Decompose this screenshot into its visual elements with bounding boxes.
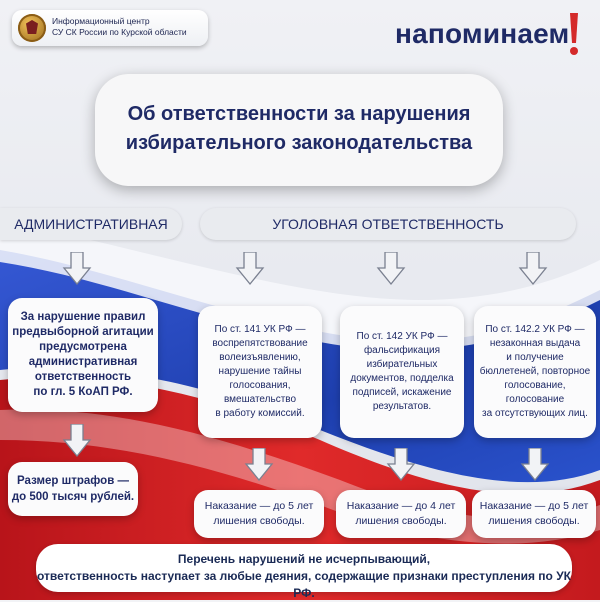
card-line: и получение [506, 352, 564, 363]
card-line: бюллетеней, повторное [479, 366, 591, 377]
card-line: подписей, искажение [352, 387, 452, 398]
penalty-line: Наказание — до 5 лет [204, 500, 314, 512]
org-line-1: Информационный центр [52, 16, 150, 26]
remind-heading: напоминаем [395, 18, 570, 49]
card-line: По ст. 142 УК РФ — [356, 331, 448, 342]
card-line: волеизъявлению, [219, 352, 301, 363]
card-line: По ст. 141 УК РФ — [214, 324, 306, 335]
title-line-2: избирательного законодательства [125, 132, 473, 154]
penalty-line: Наказание — до 4 лет [346, 500, 456, 512]
criminal-card-142-2: По ст. 142.2 УК РФ — незаконная выдача и… [474, 306, 596, 438]
arrow-down-icon [520, 448, 550, 482]
card-line: документов, подделка [350, 373, 454, 384]
admin-line: За нарушение правил [20, 311, 146, 323]
card-line: фальсификация [363, 345, 441, 356]
arrow-down-icon [62, 252, 92, 286]
criminal-card-141: По ст. 141 УК РФ — воспрепятствование во… [198, 306, 322, 438]
admin-card: За нарушение правил предвыборной агитаци… [8, 298, 158, 412]
fine-line: до 500 тысяч рублей. [11, 491, 135, 503]
arrow-down-icon [376, 252, 406, 286]
penalty-card-142: Наказание — до 4 лет лишения свободы. [336, 490, 466, 538]
category-criminal: УГОЛОВНАЯ ОТВЕТСТВЕННОСТЬ [200, 208, 576, 240]
arrow-down-icon [518, 252, 548, 286]
admin-fine-card: Размер штрафов — до 500 тысяч рублей. [8, 462, 138, 516]
card-line: незаконная выдача [489, 338, 581, 349]
title-box [95, 74, 503, 186]
arrow-down-icon [62, 424, 92, 458]
penalty-line: лишения свободы. [488, 515, 580, 527]
category-administrative: АДМИНИСТРАТИВНАЯ [0, 208, 182, 240]
arrow-down-icon [235, 252, 265, 286]
penalty-line: Наказание — до 5 лет [479, 500, 589, 512]
arrow-down-icon [244, 448, 274, 482]
criminal-card-142: По ст. 142 УК РФ — фальсификация избират… [340, 306, 464, 438]
card-line: избирательных [366, 359, 438, 370]
admin-line: ответственность [34, 371, 132, 383]
penalty-line: лишения свободы. [213, 515, 305, 527]
fine-line: Размер штрафов — [17, 475, 129, 487]
card-line: голосование, [504, 380, 566, 391]
penalty-card-141: Наказание — до 5 лет лишения свободы. [194, 490, 324, 538]
card-line: вмешательство [223, 394, 297, 405]
footer-banner [36, 544, 572, 592]
card-line: нарушение тайны [218, 366, 302, 377]
org-line-2: СУ СК России по Курской области [52, 27, 187, 37]
emblem-icon [18, 14, 46, 42]
exclamation-icon [570, 13, 578, 55]
card-line: в работу комиссий. [215, 408, 305, 419]
card-line: голосование [505, 394, 565, 405]
card-line: результатов. [372, 401, 432, 412]
card-line: за отсутствующих лиц. [482, 408, 588, 419]
admin-line: предвыборной агитации [12, 326, 154, 338]
admin-line: по гл. 5 КоАП РФ. [33, 386, 133, 398]
arrow-down-icon [386, 448, 416, 482]
title-line-1: Об ответственности за нарушения [127, 103, 471, 125]
penalty-line: лишения свободы. [355, 515, 447, 527]
admin-line: предусмотрена [39, 341, 127, 353]
card-line: воспрепятствование [212, 338, 308, 349]
footer-note: Перечень нарушений не исчерпывающий, отв… [36, 551, 572, 602]
admin-line: административная [28, 356, 138, 368]
footer-line-2: ответственность наступает за любые деяни… [37, 569, 571, 600]
card-line: голосования, [229, 380, 291, 391]
page-title: Об ответственности за нарушения избирате… [95, 100, 503, 158]
org-name: Информационный центр СУ СК России по Кур… [52, 16, 208, 38]
penalty-card-142-2: Наказание — до 5 лет лишения свободы. [472, 490, 596, 538]
card-line: По ст. 142.2 УК РФ — [485, 324, 585, 335]
footer-line-1: Перечень нарушений не исчерпывающий, [177, 552, 431, 566]
